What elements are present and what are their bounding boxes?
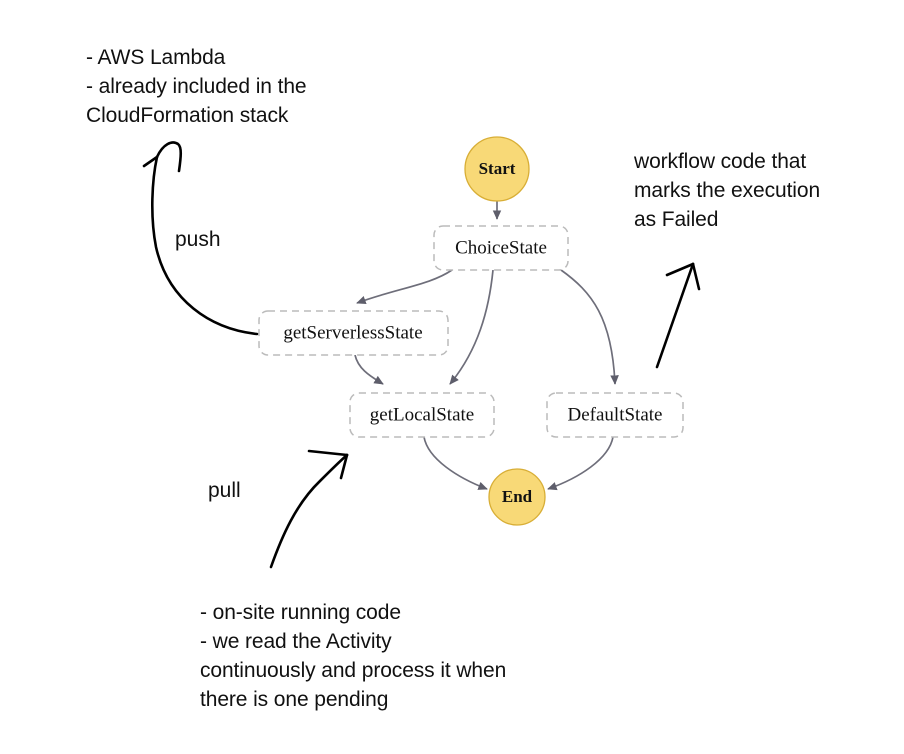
node-getserverlessstate-label: getServerlessState (283, 322, 422, 343)
node-defaultstate-label: DefaultState (568, 404, 663, 425)
annotation-workflow-failed: workflow code that marks the execution a… (634, 150, 821, 231)
edge-label-push: push (175, 228, 221, 251)
edge-getlocalstate-to-end (423, 436, 488, 490)
node-end[interactable]: End (488, 468, 546, 526)
edge-choicestate-to-getserverlessstate (356, 269, 453, 305)
annotation-aws-lambda: - AWS Lambda - already included in the C… (86, 46, 307, 127)
edge-label-pull: pull (208, 479, 241, 502)
node-defaultstate[interactable]: DefaultState (546, 392, 684, 438)
edge-getserverlessstate-to-getlocalstate (354, 354, 384, 385)
edge-defaultstate-to-end (547, 436, 614, 491)
node-choicestate-label: ChoiceState (455, 237, 547, 258)
node-choicestate[interactable]: ChoiceState (433, 225, 569, 271)
node-start-label: Start (479, 159, 516, 178)
node-end-label: End (502, 487, 533, 506)
node-getlocalstate-label: getLocalState (370, 404, 474, 425)
edge-choicestate-to-getlocalstate (449, 269, 494, 385)
pull-annotation-arrow-icon (269, 449, 349, 569)
push-annotation-arrow-icon (142, 141, 259, 336)
node-getlocalstate[interactable]: getLocalState (349, 392, 495, 438)
node-start[interactable]: Start (464, 136, 530, 202)
node-getserverlessstate[interactable]: getServerlessState (258, 310, 449, 356)
failed-annotation-arrow-icon (655, 262, 701, 369)
annotation-on-site-activity: - on-site running code - we read the Act… (200, 601, 507, 711)
edge-choicestate-to-defaultstate (560, 269, 619, 385)
